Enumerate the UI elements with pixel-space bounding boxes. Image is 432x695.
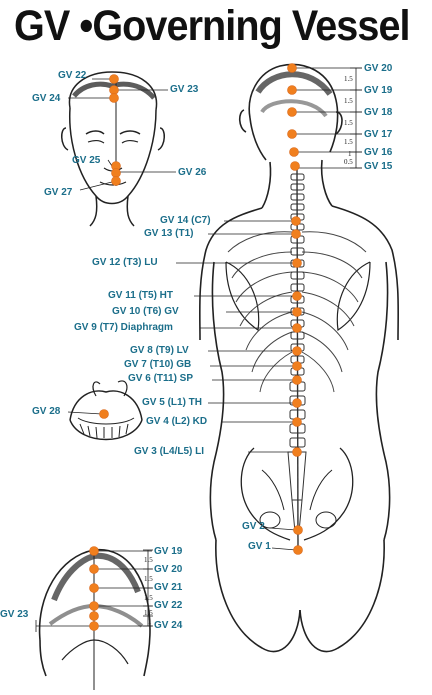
acupoint-gv19-back [287, 85, 297, 95]
acupoint-gv6 [292, 375, 302, 385]
acupoint-gv10 [292, 307, 302, 317]
acupoint-gv24-face [109, 93, 119, 103]
acupoint-gv12 [292, 258, 302, 268]
acupoint-gv21 [89, 583, 99, 593]
label-gv26: GV 26 [178, 167, 207, 178]
label-gv22-face: GV 22 [58, 70, 87, 81]
acupoint-gv27 [111, 176, 121, 186]
distance-gv17-gv16: 1.5 [344, 138, 353, 146]
acupoint-gv3 [292, 447, 302, 457]
distance-gv18-gv17: 1.5 [344, 119, 353, 127]
acupoint-gv11 [292, 291, 302, 301]
label-gv11: GV 11 (T5) HT [108, 290, 174, 301]
label-gv20-crown: GV 20 [154, 564, 183, 575]
acupoint-gv22-crown [89, 601, 99, 611]
label-gv2: GV 2 [242, 521, 265, 532]
acupoint-gv23-crown [89, 611, 99, 621]
acupoint-gv23-face [109, 85, 119, 95]
distance-gv19-gv18: 1.5 [344, 97, 353, 105]
label-gv22-crown: GV 22 [154, 600, 183, 611]
acupoint-gv7 [292, 361, 302, 371]
label-gv28: GV 28 [32, 406, 61, 417]
label-gv8: GV 8 (T9) LV [130, 345, 189, 356]
label-gv10: GV 10 (T6) GV [112, 306, 179, 317]
label-gv5: GV 5 (L1) TH [142, 397, 203, 408]
label-gv3: GV 3 (L4/L5) LI [134, 446, 205, 457]
acupoint-gv8 [292, 346, 302, 356]
label-gv4: GV 4 (L2) KD [146, 416, 208, 427]
acupoint-gv1 [293, 545, 303, 555]
distance-gv23-gv24: 1 [148, 618, 152, 626]
acupoint-gv16 [289, 147, 299, 157]
label-gv15: GV 15 [364, 161, 393, 172]
distance-gv20-gv21: 1.5 [144, 575, 153, 583]
label-gv14: GV 14 (C7) [160, 215, 211, 226]
acupoint-gv20-back [287, 63, 297, 73]
acupoint-gv15 [290, 161, 300, 171]
label-gv16: GV 16 [364, 147, 393, 158]
acupoint-gv20-crown [89, 564, 99, 574]
label-gv25: GV 25 [72, 155, 101, 166]
label-gv12: GV 12 (T3) LU [92, 257, 158, 268]
distance-gv19-gv20: 1.5 [144, 556, 153, 564]
back-figure [198, 63, 400, 653]
label-gv24-crown: GV 24 [154, 620, 183, 631]
distance-gv21-gv22: 1.5 [144, 594, 153, 602]
distance-gv15: 0.5 [344, 158, 353, 166]
label-gv24-face: GV 24 [32, 93, 61, 104]
acupoint-gv28 [99, 409, 109, 419]
acupoint-gv17 [287, 129, 297, 139]
distance-gv20-gv19: 1.5 [344, 75, 353, 83]
label-gv17: GV 17 [364, 129, 393, 140]
acupoint-gv19-crown [89, 546, 99, 556]
acupoint-gv22-face [109, 74, 119, 84]
acupoint-gv4 [292, 417, 302, 427]
label-gv9: GV 9 (T7) Diaphragm [74, 322, 173, 333]
label-gv23-crown: GV 23 [0, 609, 29, 620]
label-gv27: GV 27 [44, 187, 73, 198]
label-gv18: GV 18 [364, 107, 393, 118]
acupoint-gv2 [293, 525, 303, 535]
acupoints [89, 63, 303, 631]
acupoint-gv26 [111, 168, 121, 178]
acupoint-gv18 [287, 107, 297, 117]
label-gv7: GV 7 (T10) GB [124, 359, 192, 370]
mouth-figure [69, 380, 143, 441]
label-gv1: GV 1 [248, 541, 271, 552]
distance-gv22-gv23: 1.5 [144, 609, 153, 617]
acupoint-gv13 [291, 229, 301, 239]
acupoint-gv9 [292, 323, 302, 333]
label-gv13: GV 13 (T1) [144, 228, 194, 239]
label-gv19-crown: GV 19 [154, 546, 183, 557]
acupoint-gv5 [292, 398, 302, 408]
label-gv21: GV 21 [154, 582, 183, 593]
page-title: GV •Governing Vessel [14, 2, 411, 50]
acupoint-gv24-crown [89, 621, 99, 631]
label-gv20-back: GV 20 [364, 63, 393, 74]
label-gv23-face: GV 23 [170, 84, 199, 95]
distance-gv16-gv15: 1 [348, 150, 352, 158]
leader-lines [36, 67, 362, 627]
label-gv19-back: GV 19 [364, 85, 393, 96]
acupoint-gv14 [291, 216, 301, 226]
label-gv6: GV 6 (T11) SP [128, 373, 194, 384]
